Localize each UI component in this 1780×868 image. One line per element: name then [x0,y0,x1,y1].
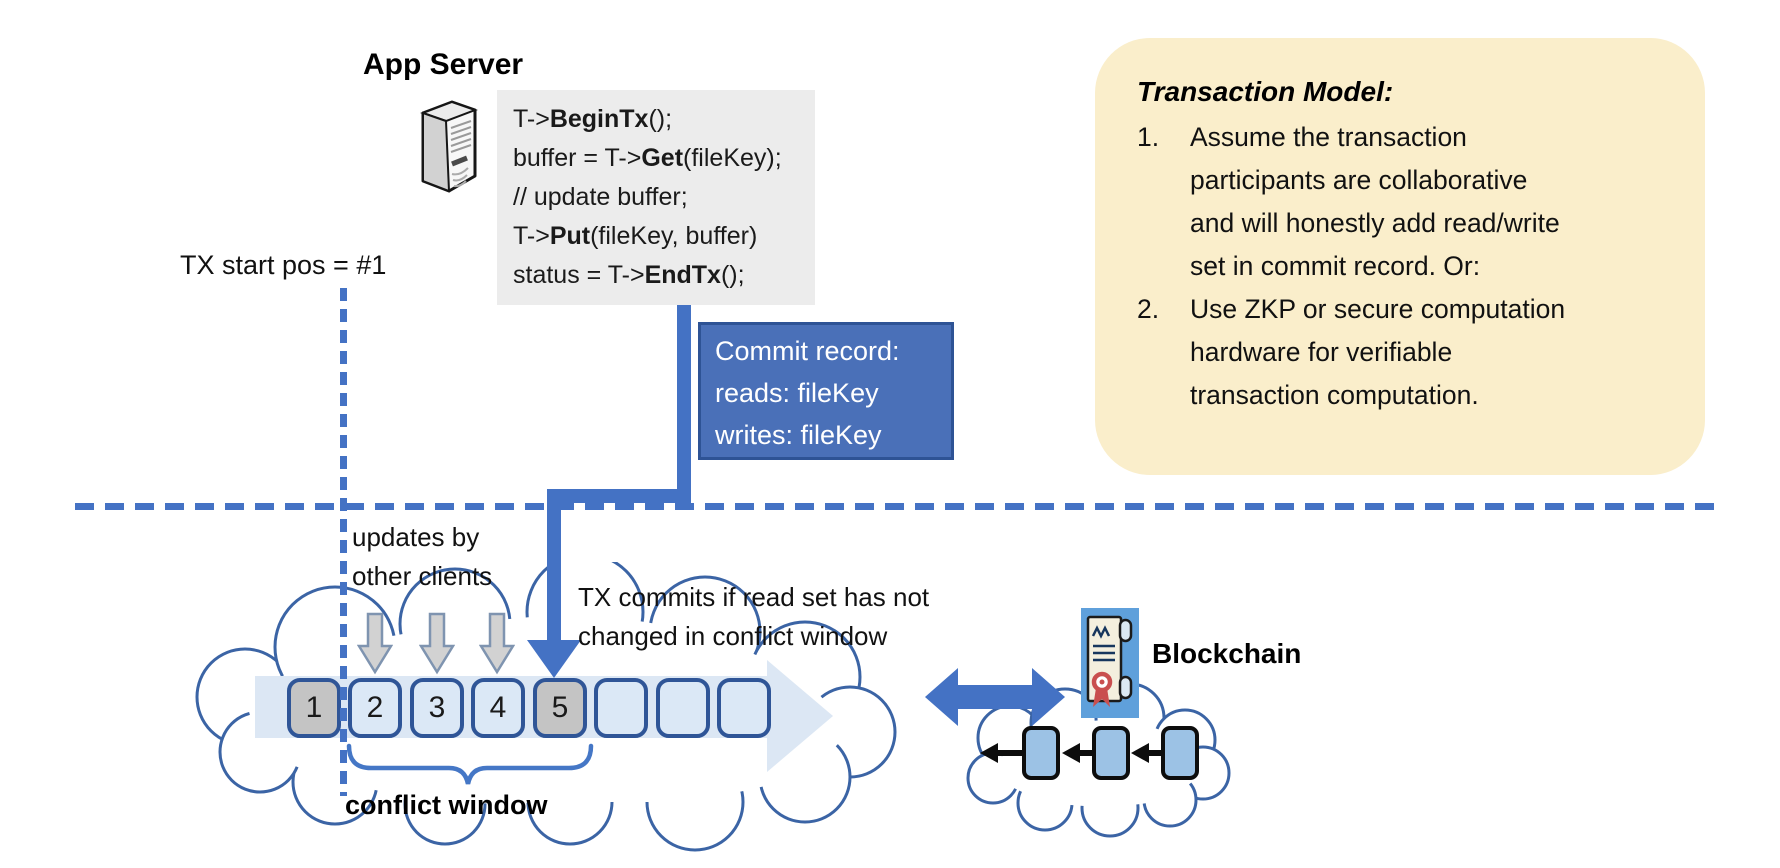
commit-connector-segment [547,489,561,642]
arrow-shaft [956,685,1034,709]
item-text: Assume the transaction participants are … [1190,116,1560,288]
chain-arrow-icon [980,743,998,763]
commit-connector-segment [677,303,691,496]
ledger-block-1: 1 [287,678,341,738]
commit-record-box: Commit record: reads: fileKey writes: fi… [698,322,954,460]
item-text: Use ZKP or secure computation hardware f… [1190,288,1565,417]
ledger-block-6 [594,678,648,738]
certificate-icon [1081,608,1139,718]
item-text-line: and will honestly add read/write [1190,208,1560,238]
arrowhead-right [1032,668,1065,726]
code-line: T->Put(fileKey, buffer) [513,222,758,250]
transaction-code-block: T->BeginTx(); buffer = T->Get(fileKey); … [497,90,815,305]
commit-record-line: Commit record: [715,336,900,366]
updates-by-other-clients-label: updates by other clients [352,518,492,596]
tx-start-dashed-line [340,288,347,796]
conflict-window-label: conflict window [345,790,548,820]
item-text-line: Use ZKP or secure computation [1190,294,1566,324]
update-arrow-icon [419,612,455,675]
chain-arrow-icon [1062,743,1080,763]
ledger-direction-arrowhead [767,660,833,772]
code-line: buffer = T->Get(fileKey); [513,144,782,172]
transaction-model-panel: Transaction Model: 1. Assume the transac… [1095,38,1705,475]
updates-label-line: other clients [352,561,493,591]
transaction-model-title: Transaction Model: [1137,76,1394,107]
item-text-line: hardware for verifiable [1190,337,1453,367]
code-line: T->BeginTx(); [513,105,673,133]
ledger-block-2: 2 [348,678,402,738]
tx-start-pos-label: TX start pos = #1 [180,250,387,280]
item-text-line: participants are collaborative [1190,165,1528,195]
chain-link [997,750,1022,756]
chain-link [1148,750,1161,756]
ledger-blockchain-sync-arrow [925,668,1065,726]
ledger-block-7 [656,678,710,738]
ledger-block-8 [717,678,771,738]
horizontal-dashed-divider [75,503,1716,510]
tx-commits-note-line: changed in conflict window [578,621,888,651]
chain-arrow-icon [1131,743,1149,763]
item-number: 2. [1137,294,1160,324]
item-text-line: transaction computation. [1190,380,1479,410]
item-text-line: set in commit record. Or: [1190,251,1481,281]
arrowhead-left [925,668,958,726]
app-server-title: App Server [363,48,524,81]
transaction-model-item: 1. Assume the transaction participants a… [1137,116,1685,288]
update-arrow-icon [357,612,393,675]
blockchain-block [1092,726,1130,780]
item-text-line: Assume the transaction [1190,122,1467,152]
tx-commits-note: TX commits if read set has not changed i… [578,578,929,656]
blockchain-label: Blockchain [1152,638,1302,669]
code-line: // update buffer; [513,183,688,211]
updates-label-line: updates by [352,522,480,552]
commit-record-line: reads: fileKey [715,378,879,408]
commit-connector-arrowhead [527,640,581,678]
commit-record-line: writes: fileKey [715,420,882,450]
ledger-block-5: 5 [533,678,587,738]
transaction-model-item: 2. Use ZKP or secure computation hardwar… [1137,288,1685,417]
chain-link [1079,750,1092,756]
item-number: 1. [1137,122,1160,152]
code-line: status = T->EndTx(); [513,261,745,289]
ledger-block-3: 3 [410,678,464,738]
commit-connector-segment [547,489,691,503]
blockchain-block [1161,726,1199,780]
update-arrow-icon [479,612,515,675]
tx-commits-note-line: TX commits if read set has not [578,582,930,612]
app-server-icon [420,100,478,193]
ledger-block-4: 4 [471,678,525,738]
blockchain-block [1022,726,1060,780]
conflict-window-bracket [346,743,594,785]
